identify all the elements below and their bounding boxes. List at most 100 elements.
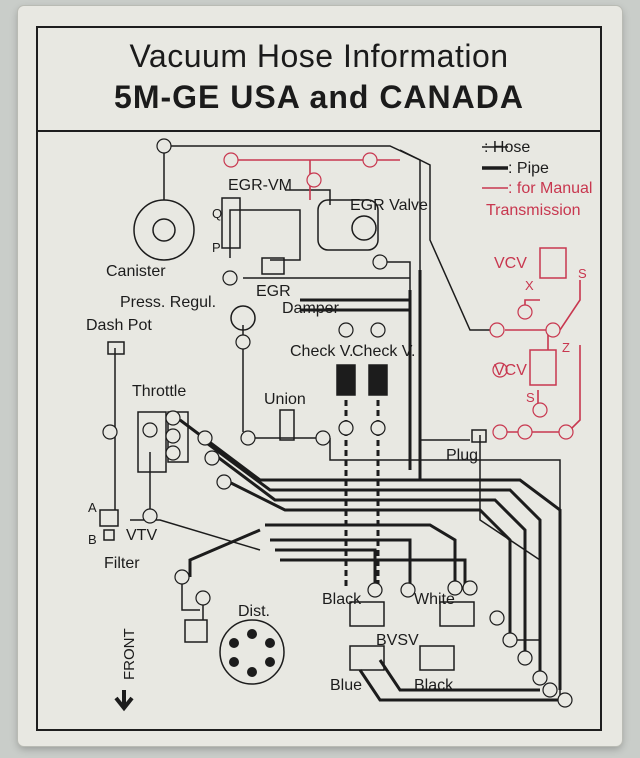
port-7-egrvm bbox=[306, 172, 322, 188]
port-6-bvsv-white bbox=[400, 582, 416, 598]
port-0-plug-2 bbox=[517, 424, 533, 440]
label-q: Q bbox=[212, 206, 222, 221]
vcv-2-body bbox=[529, 349, 557, 386]
label-x: X bbox=[525, 278, 534, 293]
pipe-dist bbox=[188, 528, 261, 577]
pipe-3 bbox=[214, 453, 527, 660]
vcv-1-body bbox=[539, 247, 567, 279]
label-black-1: Black bbox=[322, 591, 362, 608]
vtv-body bbox=[99, 509, 119, 527]
pipe-bvsv-black bbox=[275, 548, 377, 585]
pipe-1 bbox=[179, 418, 562, 690]
union-body bbox=[279, 409, 295, 441]
pipe-bvsv-3 bbox=[280, 558, 467, 585]
label-throttle: Throttle bbox=[132, 383, 186, 400]
port-1-bvsv bbox=[502, 632, 518, 648]
pipe-bottom-blue bbox=[358, 669, 560, 702]
port-7-vcv-x bbox=[517, 304, 533, 320]
egr-valve-center bbox=[351, 215, 377, 241]
port-0-vcv2-s bbox=[532, 402, 548, 418]
label-s-2: S bbox=[526, 390, 535, 405]
port-3-bvsv-black bbox=[367, 582, 383, 598]
port-0-damper-2 bbox=[370, 322, 386, 338]
label-bvsv: BVSV bbox=[376, 632, 419, 649]
check-valve-1 bbox=[336, 364, 356, 396]
port-0-plug-1 bbox=[492, 424, 508, 440]
canister-inner bbox=[152, 218, 176, 242]
label-vtv: VTV bbox=[126, 527, 157, 544]
port-asterisk-bvsv-2 bbox=[557, 692, 573, 708]
check-valve-2 bbox=[368, 364, 388, 396]
label-z: Z bbox=[562, 340, 570, 355]
label-plug: Plug bbox=[446, 447, 478, 464]
label-white: White bbox=[414, 591, 455, 608]
pipe-2 bbox=[199, 436, 542, 675]
port-7-vcv-right bbox=[545, 322, 561, 338]
port-5-egrvm bbox=[222, 270, 238, 286]
port-7-vcv-left bbox=[489, 322, 505, 338]
legend-samples bbox=[482, 146, 508, 189]
bvsv-black-1 bbox=[349, 601, 385, 627]
hose-egr-valve-out bbox=[380, 261, 411, 290]
label-front: FRONT bbox=[121, 628, 138, 680]
port-7-top-right bbox=[362, 152, 378, 168]
title-line-1: Vacuum Hose Information bbox=[129, 38, 509, 74]
port-asterisk-throttle-2 bbox=[197, 430, 213, 446]
distributor-vac-unit bbox=[184, 619, 208, 643]
distributor-cap bbox=[219, 619, 285, 685]
port-6-bvsv-white-2 bbox=[462, 580, 478, 596]
port-6-throttle bbox=[165, 428, 181, 444]
plug-body bbox=[471, 429, 487, 443]
pipe-checkv-dashed-2 bbox=[344, 460, 380, 590]
dash-pot-body bbox=[107, 341, 125, 355]
label-check-v-2: Check V. bbox=[352, 343, 415, 360]
port-0-egr-valve bbox=[372, 254, 388, 270]
label-s-1: S bbox=[578, 266, 587, 281]
legend-pipe: : Pipe bbox=[508, 160, 549, 177]
hose-vtv bbox=[130, 519, 261, 551]
throttle-body bbox=[137, 411, 167, 473]
port-3-dist bbox=[195, 590, 211, 606]
label-a: A bbox=[88, 500, 97, 515]
label-dist: Dist. bbox=[238, 603, 270, 620]
label-egr-valve: EGR Valve bbox=[350, 197, 428, 214]
pipe-damper bbox=[300, 298, 410, 312]
label-press-regul: Press. Regul. bbox=[120, 294, 216, 311]
port-0-damper-1 bbox=[338, 322, 354, 338]
port-1-throttle bbox=[142, 422, 158, 438]
port-6-throttle-2 bbox=[204, 450, 220, 466]
label-egr-vm: EGR-VM bbox=[228, 177, 292, 194]
label-b: B bbox=[88, 532, 97, 547]
hose-top-vcv bbox=[399, 149, 497, 331]
title-box: Vacuum Hose Information 5M-GE USA and CA… bbox=[36, 26, 602, 132]
label-dash-pot: Dash Pot bbox=[86, 317, 152, 334]
pipe-bvsv-white bbox=[270, 538, 412, 585]
port-7-top-left bbox=[223, 152, 239, 168]
port-6-checkv bbox=[370, 420, 386, 436]
egr-vm-port bbox=[261, 257, 285, 275]
label-damper: Damper bbox=[282, 300, 340, 317]
port-1-vtv bbox=[142, 508, 158, 524]
bvsv-black-2 bbox=[419, 645, 455, 671]
canister-outer bbox=[133, 199, 195, 261]
label-union: Union bbox=[264, 391, 306, 408]
label-blue: Blue bbox=[330, 677, 362, 694]
hose-egrvm-p bbox=[229, 209, 301, 261]
port-0-union-right bbox=[315, 430, 331, 446]
legend-hose: : Hose bbox=[484, 139, 530, 156]
port-5-bvsv bbox=[489, 610, 505, 626]
port-6-bvsv bbox=[517, 650, 533, 666]
port-asterisk-throttle bbox=[165, 410, 181, 426]
pipe-bvsv-top bbox=[265, 523, 457, 585]
port-6-dist bbox=[174, 569, 190, 585]
bvsv-blue bbox=[349, 645, 385, 671]
label-vcv-1: VCV bbox=[494, 255, 527, 272]
bvsv-white bbox=[439, 601, 475, 627]
legend-manual-2: Transmission bbox=[486, 202, 581, 219]
port-8-bvsv bbox=[532, 670, 548, 686]
port-8-throttle-2 bbox=[216, 474, 232, 490]
diagram-card bbox=[18, 6, 622, 746]
front-arrow-icon bbox=[114, 690, 134, 712]
filter-body bbox=[103, 529, 115, 541]
